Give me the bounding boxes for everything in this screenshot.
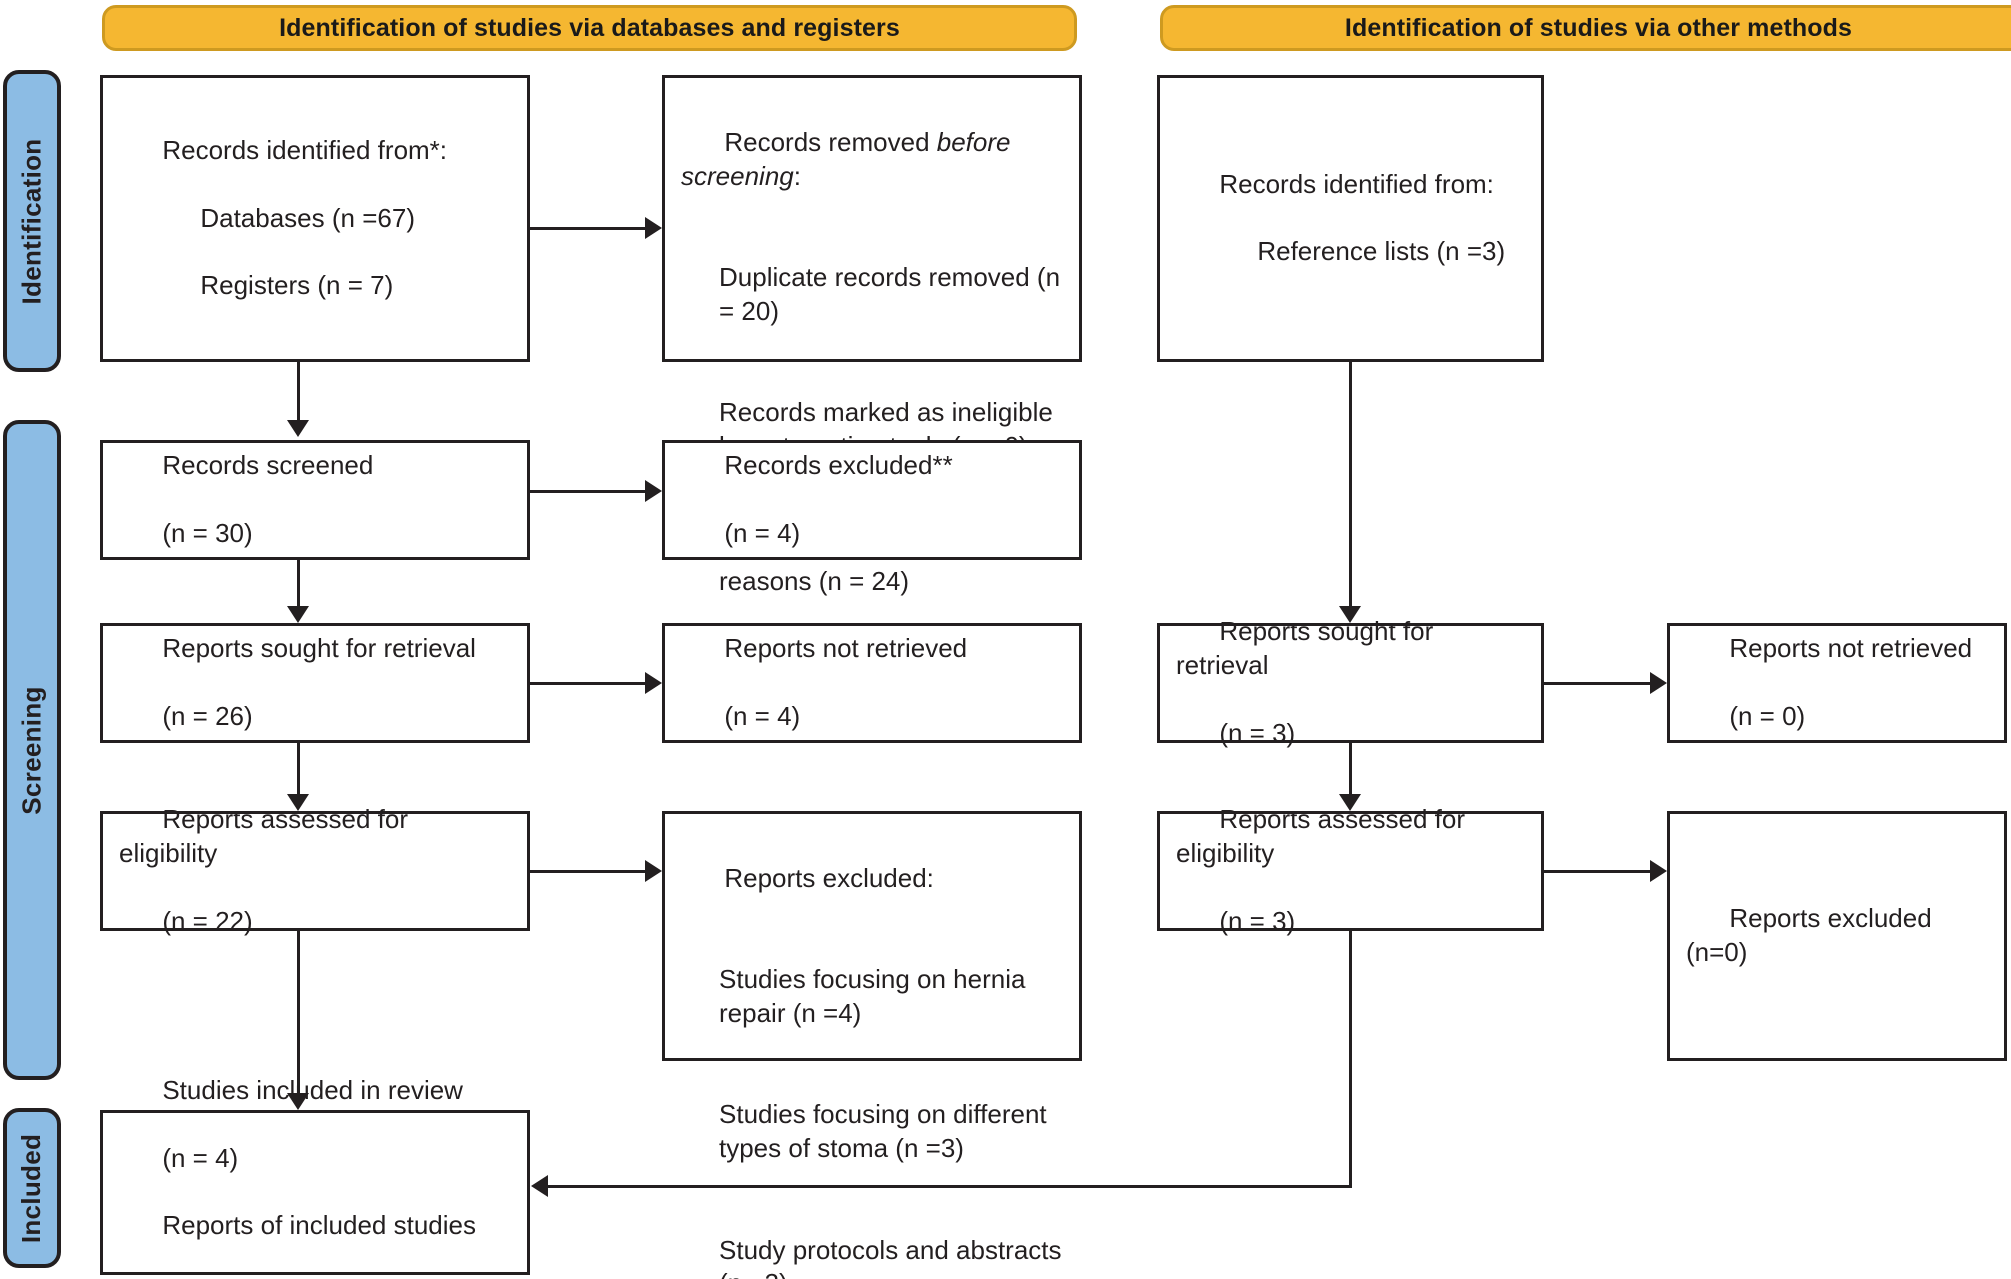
box-reports-sought-left-text: Reports sought for retrieval (n = 26)	[119, 599, 511, 768]
box-reports-excluded-left: Reports excluded: Studies focusing on he…	[662, 811, 1082, 1279]
records-excluded-line2: (n = 4)	[724, 517, 801, 548]
box-studies-included-text: Studies included in review (n = 4) Repor…	[119, 1040, 511, 1279]
box-reports-excluded-left-text: Reports excluded: Studies focusing on he…	[681, 828, 1063, 1279]
reports-excluded-left-item1: Studies focusing on hernia repair (n =4)	[719, 964, 1033, 1028]
box-records-identified-text: Records identified from*: Databases (n =…	[119, 100, 511, 337]
box-reports-sought-right-text: Reports sought for retrieval (n = 3)	[1176, 582, 1525, 785]
box-records-excluded: Records excluded** (n = 4)	[662, 440, 1082, 560]
connector-right-to-included-horizontal	[548, 1185, 1352, 1188]
reports-not-retrieved-left-line1: Reports not retrieved	[724, 633, 968, 664]
studies-included-line2: (n = 4)	[162, 1142, 239, 1173]
reports-not-retrieved-right-line1: Reports not retrieved	[1729, 633, 1973, 664]
connector-assessed-to-included	[297, 931, 300, 1093]
records-identified-title: Records identified from*:	[162, 135, 448, 165]
box-records-removed-text: Records removed before screening: Duplic…	[681, 92, 1063, 633]
box-records-screened-text: Records screened (n = 30)	[119, 416, 511, 585]
reports-excluded-left-item3: Study protocols and abstracts (n =2)	[719, 1234, 1062, 1279]
arrow-screened-to-excluded	[645, 480, 662, 502]
arrow-identified-to-removed	[645, 217, 662, 239]
box-records-screened: Records screened (n = 30)	[100, 440, 530, 560]
arrow-assessed-to-excluded-right	[1650, 860, 1667, 882]
box-reports-not-retrieved-right: Reports not retrieved (n = 0)	[1667, 623, 2007, 743]
box-records-removed: Records removed before screening: Duplic…	[662, 75, 1082, 596]
banner-other-methods: Identification of studies via other meth…	[1160, 5, 2011, 51]
studies-included-line1: Studies included in review	[162, 1075, 463, 1106]
stage-label-identification: Identification	[16, 138, 47, 304]
box-records-identified: Records identified from*: Databases (n =…	[100, 75, 530, 362]
connector-identified-to-removed	[530, 227, 645, 230]
box-reports-not-retrieved-right-text: Reports not retrieved (n = 0)	[1686, 599, 1988, 768]
arrow-screened-to-sought	[287, 606, 309, 623]
arrow-right-to-included	[531, 1175, 548, 1197]
connector-right-to-included-vertical	[1349, 931, 1352, 1188]
box-records-identified-other: Records identified from: Reference lists…	[1157, 75, 1544, 362]
banner-databases-label: Identification of studies via databases …	[279, 13, 900, 42]
connector-assessed-to-excluded-right	[1544, 870, 1650, 873]
records-identified-registers: Registers (n = 7)	[200, 270, 394, 301]
studies-included-line3: Reports of included studies	[162, 1210, 476, 1241]
records-identified-other-title: Records identified from:	[1219, 168, 1494, 199]
box-reports-assessed-left: Reports assessed for eligibility (n = 22…	[100, 804, 530, 936]
records-identified-databases: Databases (n =67)	[200, 202, 415, 233]
arrow-sought-to-notretrieved-left	[645, 672, 662, 694]
arrow-sought-to-assessed-right	[1339, 794, 1361, 811]
reports-assessed-right-line2: (n = 3)	[1219, 905, 1296, 936]
box-reports-excluded-right: Reports excluded (n=0)	[1667, 811, 2007, 1061]
arrow-identified-to-screened	[287, 420, 309, 437]
reports-sought-right-line2: (n = 3)	[1219, 717, 1296, 748]
box-reports-excluded-right-text: Reports excluded (n=0)	[1686, 868, 1988, 1003]
stage-label-screening: Screening	[16, 685, 47, 815]
reports-excluded-left-title: Reports excluded:	[724, 862, 934, 893]
reports-excluded-left-item2: Studies focusing on different types of s…	[719, 1099, 1054, 1164]
reports-sought-left-line1: Reports sought for retrieval	[162, 633, 476, 664]
arrow-sought-to-assessed-left	[287, 794, 309, 811]
box-studies-included: Studies included in review (n = 4) Repor…	[100, 1075, 530, 1279]
arrow-sought-to-notretrieved-right	[1650, 672, 1667, 694]
stage-tab-included: Included	[3, 1108, 61, 1268]
box-reports-not-retrieved-left: Reports not retrieved (n = 4)	[662, 623, 1082, 743]
records-screened-line1: Records screened	[162, 450, 374, 481]
box-reports-assessed-left-text: Reports assessed for eligibility (n = 22…	[119, 770, 511, 973]
box-reports-not-retrieved-left-text: Reports not retrieved (n = 4)	[681, 599, 1063, 768]
records-removed-title-emph: before screening	[681, 126, 1018, 191]
reports-assessed-left-line1: Reports assessed for eligibility	[119, 804, 416, 869]
stage-tab-screening: Screening	[3, 420, 61, 1080]
records-screened-line2: (n = 30)	[162, 517, 253, 548]
arrow-other-to-sought-right	[1339, 606, 1361, 623]
records-removed-title-b: :	[793, 160, 801, 191]
records-excluded-line1: Records excluded**	[724, 450, 953, 481]
reports-not-retrieved-right-line2: (n = 0)	[1729, 700, 1806, 731]
records-identified-other-reflists: Reference lists (n =3)	[1257, 236, 1506, 267]
stage-tab-identification: Identification	[3, 70, 61, 372]
connector-sought-to-assessed-left	[297, 743, 300, 794]
banner-other-label: Identification of studies via other meth…	[1344, 13, 1853, 42]
connector-other-to-sought-right	[1349, 362, 1352, 606]
connector-sought-to-notretrieved-left	[530, 682, 645, 685]
records-removed-title-a: Records removed	[724, 126, 937, 157]
box-reports-assessed-right-text: Reports assessed for eligibility (n = 3)	[1176, 770, 1525, 973]
reports-sought-left-line2: (n = 26)	[162, 700, 253, 731]
reports-excluded-right-line1: Reports excluded (n=0)	[1686, 903, 1939, 967]
connector-screened-to-sought	[297, 560, 300, 606]
box-records-excluded-text: Records excluded** (n = 4)	[681, 416, 1063, 585]
records-removed-duplicates: Duplicate records removed (n = 20)	[719, 261, 1068, 326]
connector-sought-to-notretrieved-right	[1544, 682, 1650, 685]
reports-not-retrieved-left-line2: (n = 4)	[724, 700, 801, 731]
box-reports-sought-left: Reports sought for retrieval (n = 26)	[100, 623, 530, 743]
box-reports-assessed-right: Reports assessed for eligibility (n = 3)	[1157, 804, 1544, 936]
box-records-identified-other-text: Records identified from: Reference lists…	[1176, 134, 1525, 303]
connector-assessed-to-excluded-left	[530, 870, 645, 873]
connector-identified-to-screened	[297, 362, 300, 420]
stage-label-included: Included	[16, 1133, 47, 1243]
reports-sought-right-line1: Reports sought for retrieval	[1176, 616, 1441, 681]
reports-assessed-left-line2: (n = 22)	[162, 905, 253, 936]
banner-databases-registers: Identification of studies via databases …	[102, 5, 1077, 51]
arrow-assessed-to-included	[287, 1093, 309, 1110]
connector-screened-to-excluded	[530, 490, 645, 493]
box-reports-sought-right: Reports sought for retrieval (n = 3)	[1157, 616, 1544, 748]
reports-assessed-right-line1: Reports assessed for eligibility	[1176, 804, 1473, 869]
arrow-assessed-to-excluded-left	[645, 860, 662, 882]
connector-sought-to-assessed-right	[1349, 743, 1352, 794]
